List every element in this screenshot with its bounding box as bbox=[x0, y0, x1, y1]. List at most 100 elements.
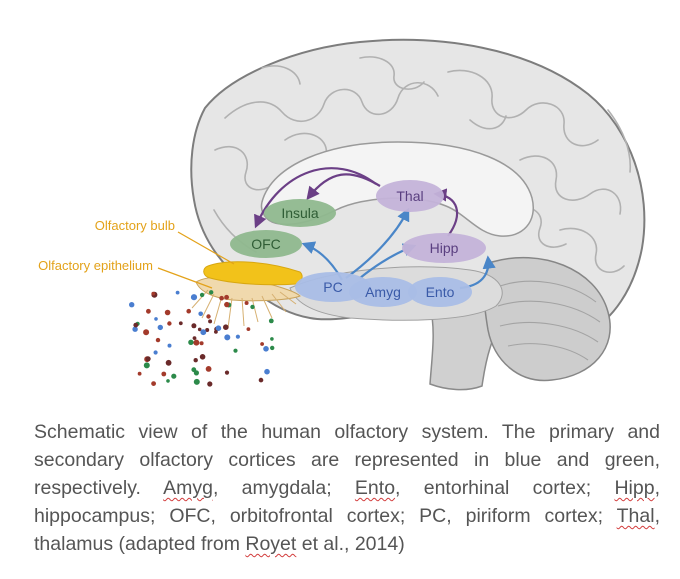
odorant-dot bbox=[244, 301, 249, 305]
odorant-dot bbox=[161, 371, 167, 377]
odorant-dot bbox=[199, 354, 206, 360]
odorant-dot bbox=[146, 308, 151, 314]
caption-author: Royet bbox=[245, 533, 297, 555]
odorant-dot bbox=[167, 343, 172, 348]
caption-amyg-def: , amygdala; bbox=[212, 477, 355, 499]
odorant-dot bbox=[205, 328, 210, 332]
odorant-dot bbox=[219, 295, 224, 301]
odorant-dot bbox=[155, 337, 161, 343]
odorant-dot bbox=[200, 329, 207, 336]
odorant-dot bbox=[175, 290, 180, 295]
arrow-pc-to-thal bbox=[345, 207, 410, 279]
odorant-dot bbox=[224, 370, 230, 375]
odorant-dot bbox=[193, 370, 199, 376]
odorant-dot bbox=[224, 294, 230, 300]
odorant-dot bbox=[270, 345, 275, 351]
odorant-dot bbox=[224, 334, 231, 341]
caption-ento-abbr: Ento bbox=[354, 477, 396, 499]
odorant-dot bbox=[192, 336, 197, 340]
hipp-label: Hipp bbox=[430, 240, 459, 256]
caption-thal-def: , thalamus (adapted from bbox=[34, 505, 660, 555]
ento-label: Ento bbox=[426, 284, 455, 300]
arrow-thal-to-ofc bbox=[254, 167, 377, 229]
odorant-dot bbox=[157, 324, 163, 331]
caption-hipp-abbr: Hipp bbox=[614, 477, 655, 499]
region-thal: Thal bbox=[376, 180, 444, 212]
odorant-dot bbox=[143, 362, 150, 369]
figure-caption: Schematic view of the human olfactory sy… bbox=[34, 418, 660, 558]
caption-ento-def: , entorhinal cortex; bbox=[395, 477, 615, 499]
odorant-dot bbox=[171, 373, 177, 379]
region-ofc: OFC bbox=[230, 230, 302, 258]
odorant-dot bbox=[193, 358, 198, 363]
brain-hemisphere bbox=[190, 38, 646, 391]
thal-label: Thal bbox=[396, 188, 423, 204]
odorant-dot bbox=[133, 322, 139, 328]
region-insula: Insula bbox=[264, 199, 336, 227]
odorant-molecules bbox=[129, 290, 275, 387]
odorant-dot bbox=[129, 302, 135, 308]
odorant-dot bbox=[224, 301, 230, 308]
odorant-dot bbox=[145, 356, 151, 362]
odorant-dot bbox=[250, 304, 255, 310]
odorant-dot bbox=[215, 325, 222, 332]
caption-intro: Schematic view of the human olfactory sy… bbox=[34, 421, 660, 499]
odorant-dot bbox=[235, 334, 240, 339]
caption-hipp-def: , hippocampus; OFC, orbitofrontal cortex… bbox=[34, 477, 660, 527]
odorant-dot bbox=[268, 318, 274, 324]
caption-end: et al., 2014) bbox=[296, 533, 405, 555]
odorant-dot bbox=[208, 319, 213, 324]
odorant-dot bbox=[270, 337, 274, 341]
odorant-dot bbox=[154, 317, 158, 321]
caption-thal-abbr: Thal bbox=[616, 505, 655, 527]
odorant-dot bbox=[151, 381, 157, 386]
odorant-dot bbox=[260, 342, 264, 346]
caption-amyg-abbr: Amyg bbox=[163, 477, 213, 499]
odorant-dot bbox=[191, 323, 197, 329]
odorant-dot bbox=[153, 350, 158, 355]
odorant-dot bbox=[205, 366, 212, 372]
insula-label: Insula bbox=[281, 205, 319, 221]
odorant-dot bbox=[264, 368, 270, 375]
odorant-dot bbox=[178, 321, 183, 326]
odorant-dot bbox=[263, 346, 269, 352]
odorant-dot bbox=[164, 309, 171, 316]
odorant-dot bbox=[223, 324, 229, 331]
odorant-dot bbox=[143, 329, 150, 336]
odorant-dot bbox=[206, 314, 211, 319]
odorant-dot bbox=[193, 339, 200, 346]
connection-arrows bbox=[254, 167, 496, 290]
odorant-dot bbox=[188, 339, 194, 345]
olfactory-epithelium-label: Olfactory epithelium bbox=[38, 258, 153, 273]
olfactory-diagram: Olfactory bulb Olfactory epithelium Thal… bbox=[38, 38, 646, 391]
odorant-dot bbox=[132, 326, 138, 332]
odorant-dot bbox=[214, 330, 218, 334]
bulb-callout-line bbox=[177, 231, 235, 265]
amyg-label: Amyg bbox=[365, 284, 401, 300]
odorant-dot bbox=[246, 327, 251, 331]
odorant-dot bbox=[233, 348, 238, 353]
olfactory-bulb-label: Olfactory bulb bbox=[95, 218, 175, 233]
odorant-dot bbox=[186, 308, 191, 314]
odorant-dot bbox=[166, 379, 170, 383]
region-hipp: Hipp bbox=[402, 233, 486, 263]
ofc-label: OFC bbox=[251, 236, 281, 252]
odorant-dot bbox=[199, 341, 204, 346]
odorant-dot bbox=[167, 321, 172, 326]
odorant-dot bbox=[165, 359, 172, 366]
region-amyg: Amyg bbox=[349, 277, 417, 307]
region-ento: Ento bbox=[408, 277, 472, 307]
epithelium-callout-line bbox=[157, 267, 213, 289]
odorant-dot bbox=[209, 290, 214, 295]
odorant-dot bbox=[198, 311, 203, 317]
odorant-dot bbox=[207, 381, 213, 387]
odorant-dot bbox=[151, 291, 156, 296]
pc-label: PC bbox=[323, 279, 342, 295]
odorant-dot bbox=[199, 292, 205, 298]
odorant-dot bbox=[193, 378, 200, 385]
olfactory-epithelium-shape bbox=[191, 276, 301, 329]
odorant-dot bbox=[258, 377, 264, 383]
odorant-dot bbox=[137, 371, 142, 376]
odorant-dot bbox=[190, 294, 198, 301]
odorant-dot bbox=[197, 327, 202, 332]
